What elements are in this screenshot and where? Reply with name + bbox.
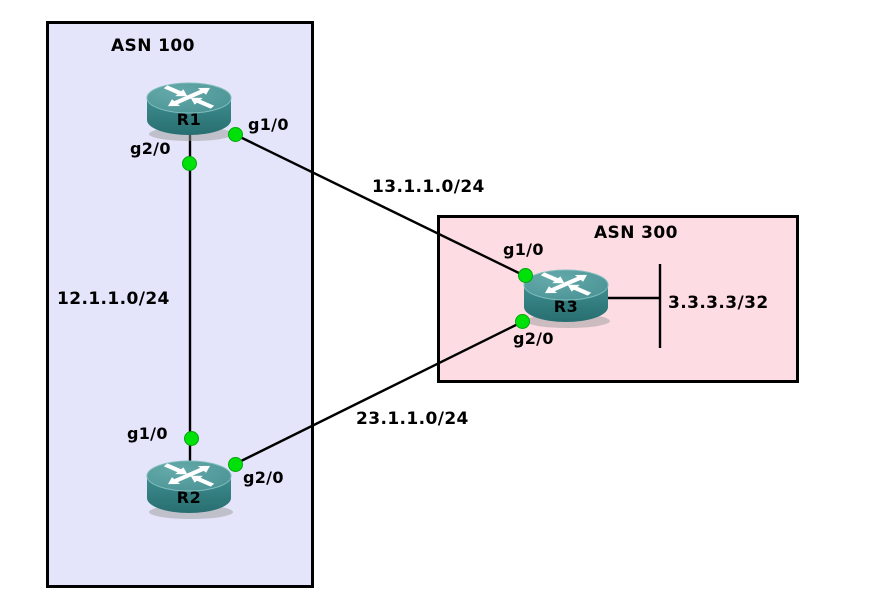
asn100-label: ASN 100 bbox=[111, 36, 195, 56]
router-r3-name: R3 bbox=[553, 297, 579, 316]
link-r2-r3[interactable] bbox=[234, 320, 523, 466]
subnet-label-3-3-3-3: 3.3.3.3/32 bbox=[668, 293, 769, 313]
link-r1-r3[interactable] bbox=[235, 133, 526, 278]
subnet-label-13-1-1-0: 13.1.1.0/24 bbox=[372, 177, 485, 197]
interface-dot-r1-g2-0 bbox=[182, 156, 197, 171]
router-r1-name: R1 bbox=[176, 110, 202, 129]
subnet-label-12-1-1-0: 12.1.1.0/24 bbox=[57, 289, 170, 309]
asn300-label: ASN 300 bbox=[594, 223, 678, 243]
router-r2-name: R2 bbox=[176, 488, 202, 507]
interface-label-r2-g2-0: g2/0 bbox=[243, 468, 284, 487]
interface-dot-r3-g2-0 bbox=[515, 314, 530, 329]
interface-dot-r3-g1-0 bbox=[518, 268, 533, 283]
interface-dot-r2-g2-0 bbox=[228, 457, 243, 472]
interface-label-r3-g2-0: g2/0 bbox=[513, 329, 554, 348]
interface-dot-r2-g1-0 bbox=[184, 431, 199, 446]
interface-label-r2-g1-0: g1/0 bbox=[127, 424, 168, 443]
router-r2[interactable]: R2 bbox=[144, 456, 234, 520]
interface-label-r1-g2-0: g2/0 bbox=[130, 139, 171, 158]
interface-label-r1-g1-0: g1/0 bbox=[248, 115, 289, 134]
interface-dot-r1-g1-0 bbox=[228, 127, 243, 142]
interface-label-r3-g1-0: g1/0 bbox=[503, 240, 544, 259]
subnet-label-23-1-1-0: 23.1.1.0/24 bbox=[356, 409, 469, 429]
router-r1[interactable]: R1 bbox=[144, 78, 234, 142]
router-r3[interactable]: R3 bbox=[521, 265, 611, 329]
